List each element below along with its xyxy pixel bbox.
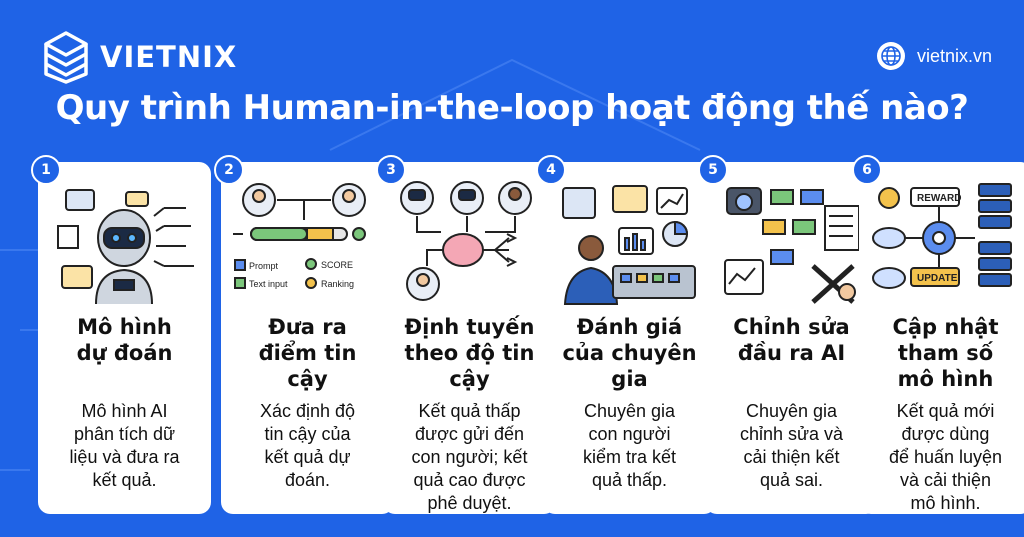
globe-icon: [876, 42, 905, 70]
reward-label: REWARD: [917, 193, 961, 204]
step-description: Chuyên gia chỉnh sửa và cải thiện kết qu…: [739, 401, 844, 490]
logo-cube-icon: [44, 31, 88, 84]
step-number: 3: [376, 155, 406, 185]
score-label: SCORE: [321, 260, 353, 270]
step-number: 4: [536, 155, 566, 185]
confidence-score-icon: Prompt Text input SCORE Ranking: [233, 183, 366, 289]
step-description: Kết quả thấp được gửi đến con người; kết…: [411, 401, 528, 513]
step-title: Mô hình dự đoán: [76, 315, 173, 365]
step-card-6: 6 REWARD UPDATE Cập nhật tham số mô hình: [852, 155, 1024, 514]
step-title: Đánh giá của chuyên gia: [562, 315, 697, 391]
step-title: Cập nhật tham số mô hình: [892, 315, 999, 391]
step-number: 6: [852, 155, 882, 185]
step-description: Xác định độ tin cậy của kết quả dự đoán.: [259, 401, 356, 490]
site-url: vietnix.vn: [916, 45, 992, 66]
vietnix-logo[interactable]: VIETNIX: [42, 30, 237, 84]
expert-review-icon: [562, 185, 696, 305]
step-description: Chuyên gia con người kiểm tra kết quả th…: [582, 401, 677, 490]
step-title: Chỉnh sửa đầu ra AI: [733, 315, 850, 365]
step-title: Định tuyến theo độ tin cậy: [404, 315, 535, 391]
step-card-5: 5 Chỉnh sửa đầu ra AI Chuyên gia ch: [698, 155, 878, 514]
prompt-label: Prompt: [249, 261, 279, 271]
step-number: 1: [31, 155, 61, 185]
step-number: 2: [214, 155, 244, 185]
routing-brain-icon: [400, 181, 532, 301]
update-label: UPDATE: [917, 273, 958, 284]
step-card-1: 1 Mô hình dự đoán Mô hình AI phân t: [31, 155, 211, 514]
step-description: Mô hình AI phân tích dữ liệu và đưa ra k…: [69, 401, 180, 490]
step-description: Kết quả mới được dùng để huấn luyện và c…: [888, 401, 1003, 513]
robot-icon: [57, 189, 194, 305]
text-input-label: Text input: [249, 279, 288, 289]
site-link[interactable]: vietnix.vn: [876, 42, 992, 70]
brand-name: VIETNIX: [100, 40, 238, 74]
update-model-icon: REWARD UPDATE: [872, 183, 1012, 289]
edit-output-icon: [724, 187, 860, 304]
step-title: Đưa ra điểm tin cậy: [258, 315, 357, 391]
step-card-3: 3 Định tuyến theo độ tin cậy Kết quả thấ…: [376, 155, 556, 514]
page-title: Quy trình Human-in-the-loop hoạt động th…: [55, 88, 969, 128]
step-card-2: 2 Prompt Text input: [214, 155, 394, 514]
ranking-label: Ranking: [321, 279, 354, 289]
step-cards: 1 Mô hình dự đoán Mô hình AI phân t: [31, 155, 1024, 514]
step-card-4: 4 Đánh giá của chuyên gia: [536, 155, 716, 514]
step-number: 5: [698, 155, 728, 185]
